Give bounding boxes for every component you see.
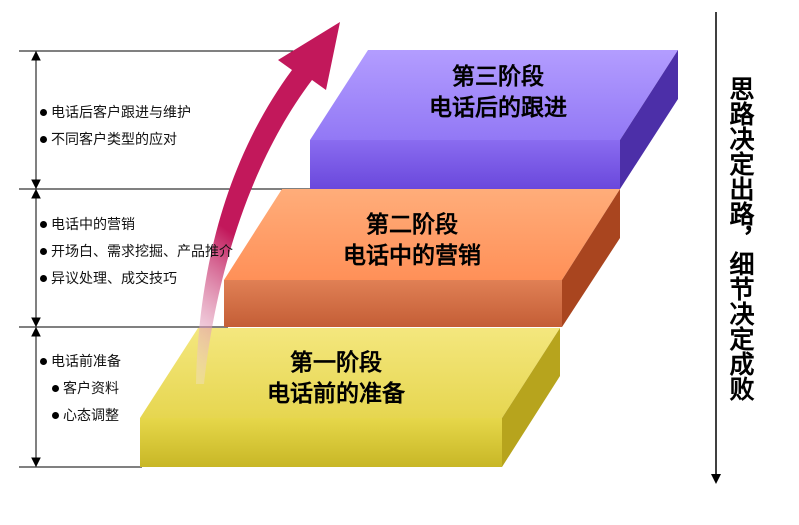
motto-arrow bbox=[711, 12, 721, 484]
motto-arrowhead-icon bbox=[711, 474, 721, 484]
stage3-side-face bbox=[620, 50, 678, 189]
stage1-block bbox=[140, 328, 560, 467]
stage3-title: 第三阶段 电话后的跟进 bbox=[388, 62, 608, 124]
arrowhead-down-stage1 bbox=[31, 457, 41, 468]
stage2-block bbox=[224, 189, 620, 327]
stage2-title-line1: 第二阶段 bbox=[366, 212, 458, 238]
stage2-front-face bbox=[224, 280, 562, 327]
stage1-bullets: 电话前准备 客户资料 心态调整 bbox=[40, 355, 121, 436]
list-item: 开场白、需求挖掘、产品推介 bbox=[40, 245, 233, 259]
guide-lines bbox=[19, 50, 312, 468]
growth-arrow-icon bbox=[196, 22, 340, 384]
arrowhead-up-stage3 bbox=[31, 50, 41, 61]
list-item: 电话中的营销 bbox=[40, 218, 233, 232]
stage2-side-face bbox=[562, 189, 620, 327]
motto-text: 思路决定出路，细节决定成败 bbox=[726, 76, 755, 401]
stage3-title-line2: 电话后的跟进 bbox=[429, 95, 567, 121]
stage2-top-face bbox=[224, 189, 620, 280]
list-item: 不同客户类型的应对 bbox=[40, 133, 191, 147]
stage1-title: 第一阶段 电话前的准备 bbox=[226, 348, 446, 410]
stage3-bullets: 电话后客户跟进与维护 不同客户类型的应对 bbox=[40, 106, 191, 160]
arrowhead-up-stage2 bbox=[31, 188, 41, 199]
stage3-title-line1: 第三阶段 bbox=[452, 64, 544, 90]
stage2-title: 第二阶段 电话中的营销 bbox=[302, 210, 522, 272]
stage1-top-face bbox=[140, 328, 560, 418]
stage3-front-face bbox=[310, 140, 620, 189]
list-item: 异议处理、成交技巧 bbox=[40, 272, 233, 286]
stage2-title-line2: 电话中的营销 bbox=[343, 243, 481, 269]
stage1-front-face bbox=[140, 418, 502, 467]
list-item: 电话后客户跟进与维护 bbox=[40, 106, 191, 120]
list-item: 电话前准备 bbox=[40, 355, 121, 369]
dimension-arrows bbox=[31, 50, 41, 468]
list-item: 客户资料 bbox=[40, 382, 121, 396]
stage1-title-line2: 电话前的准备 bbox=[267, 381, 405, 407]
arrowhead-up-stage1 bbox=[31, 326, 41, 337]
arrowhead-down-stage3 bbox=[31, 179, 41, 190]
stage3-block bbox=[310, 50, 678, 189]
stage2-bullets: 电话中的营销 开场白、需求挖掘、产品推介 异议处理、成交技巧 bbox=[40, 218, 233, 299]
arrowhead-down-stage2 bbox=[31, 317, 41, 328]
stage3-top-face bbox=[310, 50, 678, 140]
stage1-title-line1: 第一阶段 bbox=[290, 350, 382, 376]
stage1-side-face bbox=[502, 328, 560, 467]
list-item: 心态调整 bbox=[40, 409, 121, 423]
